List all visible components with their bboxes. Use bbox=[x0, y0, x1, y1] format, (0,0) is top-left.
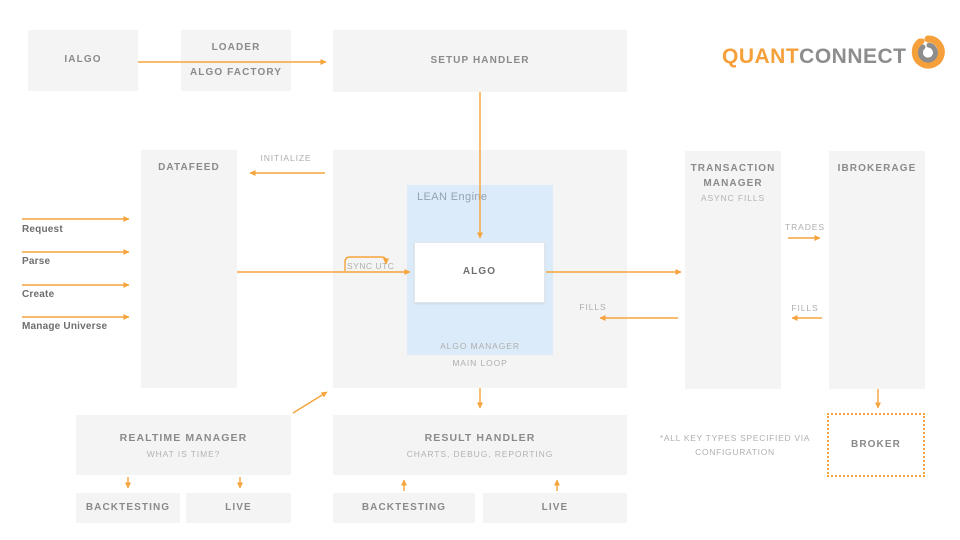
node-transaction-manager: TRANSACTION MANAGER ASYNC FILLS bbox=[685, 151, 781, 389]
edge-label-request: Request bbox=[22, 224, 63, 235]
node-live-center-title: LIVE bbox=[541, 501, 569, 513]
node-result-handler: RESULT HANDLER CHARTS, DEBUG, REPORTING bbox=[333, 415, 627, 475]
node-result-handler-title: RESULT HANDLER bbox=[424, 432, 536, 445]
node-realtime-manager-title: REALTIME MANAGER bbox=[119, 432, 248, 445]
edge-label-create: Create bbox=[22, 289, 55, 300]
edge-label-fills-center: FILLS bbox=[579, 302, 607, 312]
algo-manager-label: ALGO MANAGER bbox=[440, 341, 520, 351]
node-datafeed-title: DATAFEED bbox=[158, 162, 220, 173]
node-live-left: LIVE bbox=[186, 493, 291, 523]
edge-label-initialize: INITIALIZE bbox=[260, 153, 312, 163]
footnote-key-types: *ALL KEY TYPES SPECIFIED VIA CONFIGURATI… bbox=[655, 431, 815, 460]
edge-label-fills-right: FILLS bbox=[791, 303, 819, 313]
node-loader-title: LOADER bbox=[211, 41, 261, 53]
node-backtesting-center: BACKTESTING bbox=[333, 493, 475, 523]
node-broker: BROKER bbox=[827, 413, 925, 477]
edge-label-parse: Parse bbox=[22, 256, 51, 267]
node-ialgo-title: IALGO bbox=[64, 54, 102, 66]
node-broker-title: BROKER bbox=[851, 438, 901, 450]
edge-label-sync-utc: SYNC UTC bbox=[347, 261, 395, 271]
node-backtesting-center-title: BACKTESTING bbox=[361, 501, 447, 513]
transaction-manager-title-line2: MANAGER bbox=[703, 177, 763, 189]
arrow-realtime-manager-to-mainloop bbox=[292, 391, 328, 414]
node-algo: ALGO bbox=[414, 242, 545, 303]
node-transaction-manager-title: TRANSACTION MANAGER bbox=[691, 162, 776, 191]
node-realtime-manager: REALTIME MANAGER WHAT IS TIME? bbox=[76, 415, 291, 475]
node-algo-title: ALGO bbox=[462, 266, 497, 278]
edge-label-trades: TRADES bbox=[785, 222, 825, 232]
node-algo-factory-title: ALGO FACTORY bbox=[189, 66, 283, 78]
node-lean-engine-title: LEAN Engine bbox=[417, 191, 488, 203]
logo-text-quant: QUANT bbox=[722, 44, 800, 68]
footnote-line2: CONFIGURATION bbox=[695, 447, 775, 458]
node-result-handler-subtitle: CHARTS, DEBUG, REPORTING bbox=[406, 448, 554, 459]
node-ibrokerage: IBROKERAGE bbox=[829, 151, 925, 389]
node-backtesting-left-title: BACKTESTING bbox=[85, 501, 171, 513]
footnote-line1: *ALL KEY TYPES SPECIFIED VIA bbox=[659, 433, 811, 443]
node-live-center: LIVE bbox=[483, 493, 627, 523]
edge-label-manage-universe: Manage Universe bbox=[22, 321, 108, 332]
logo-text-connect: CONNECT bbox=[799, 44, 907, 68]
node-setup-handler: SETUP HANDLER bbox=[333, 30, 627, 92]
node-transaction-manager-subtitle: ASYNC FILLS bbox=[700, 193, 766, 203]
quantconnect-swirl-icon bbox=[911, 35, 945, 69]
node-loader-algo-factory: LOADER ALGO FACTORY bbox=[181, 30, 291, 91]
node-ibrokerage-title: IBROKERAGE bbox=[837, 163, 917, 174]
main-loop-label: MAIN LOOP bbox=[452, 358, 508, 368]
node-setup-handler-title: SETUP HANDLER bbox=[430, 54, 530, 66]
node-datafeed: DATAFEED bbox=[141, 150, 237, 388]
node-ialgo: IALGO bbox=[28, 30, 138, 91]
node-backtesting-left: BACKTESTING bbox=[76, 493, 180, 523]
transaction-manager-title-line1: TRANSACTION bbox=[690, 163, 776, 174]
node-realtime-manager-subtitle: WHAT IS TIME? bbox=[146, 448, 221, 459]
node-live-left-title: LIVE bbox=[225, 501, 252, 513]
